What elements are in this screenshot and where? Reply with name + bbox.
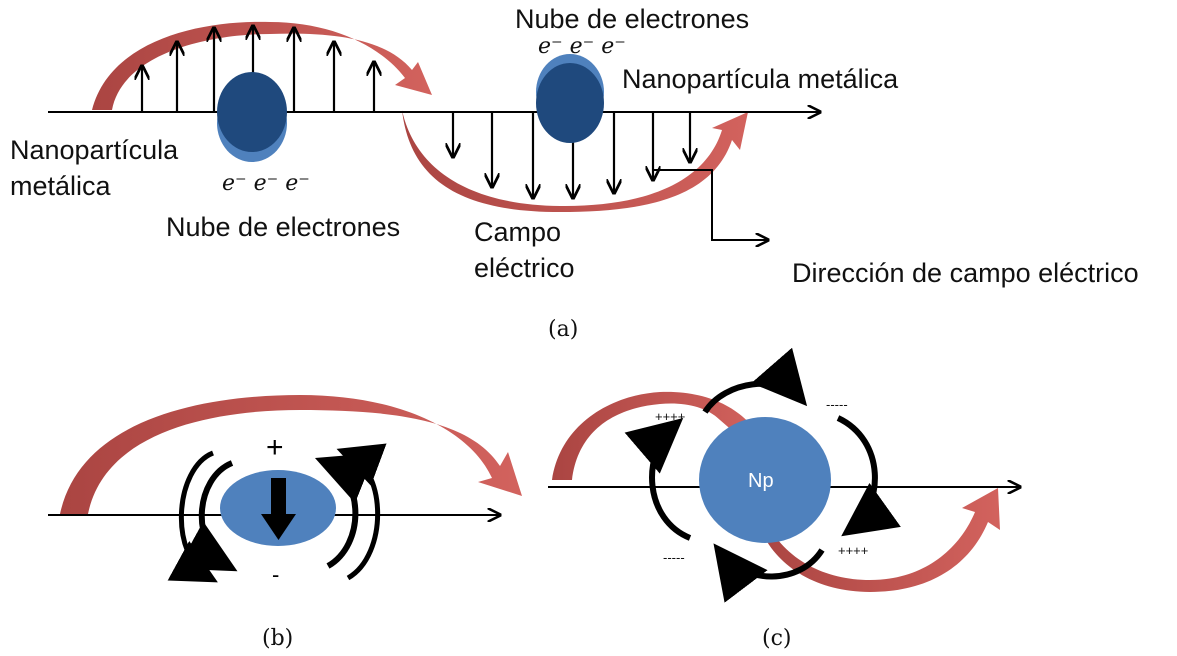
charge-minus-top: ----- [826,397,848,412]
label-field-line2: eléctrico [474,253,575,283]
nanoparticle-left [217,72,287,162]
wave-arc-c-lower [760,488,1000,592]
field-curves-right [314,443,387,581]
caption-c: (c) [762,626,792,651]
dipole-arrow [261,478,296,540]
wave-arc-b [60,395,522,514]
charge-minus-bottom: ----- [663,550,685,565]
field-curves-left [167,450,238,583]
field-curves-c [624,347,901,603]
label-direction: Dirección de campo eléctrico [792,258,1139,288]
charge-plus-top: ++++ [655,409,685,424]
field-direction-arrow [653,169,768,240]
caption-b: (b) [262,626,293,651]
charge-minus-b: - [272,562,279,587]
panel-c: Np ++++ ----- ----- ++++ (c) [548,347,1020,651]
label-np-left-line1: Nanopartícula [10,135,179,165]
charge-plus-b: + [266,431,284,464]
panel-a: Nanopartícula metálica e⁻ e⁻ e⁻ Nube de … [10,4,1139,342]
nanoparticle-c [699,417,831,543]
charge-plus-bottom: ++++ [838,543,868,558]
nanoparticle-right [536,54,604,143]
label-cloud-bottom: Nube de electrones [166,212,400,242]
label-cloud-top: Nube de electrones [515,4,749,34]
caption-a: (a) [548,317,578,342]
electrons-bottom: e⁻ e⁻ e⁻ [222,171,310,196]
label-np-left-line2: metálica [10,171,112,201]
wave-arc-c-upper [552,391,762,480]
panel-b: + - (b) [48,395,522,651]
label-field-line1: Campo [474,217,561,247]
field-arrows-down [453,112,690,198]
np-label: Np [748,470,774,492]
label-np-right: Nanopartícula metálica [622,64,899,94]
electrons-top: e⁻ e⁻ e⁻ [538,34,626,59]
